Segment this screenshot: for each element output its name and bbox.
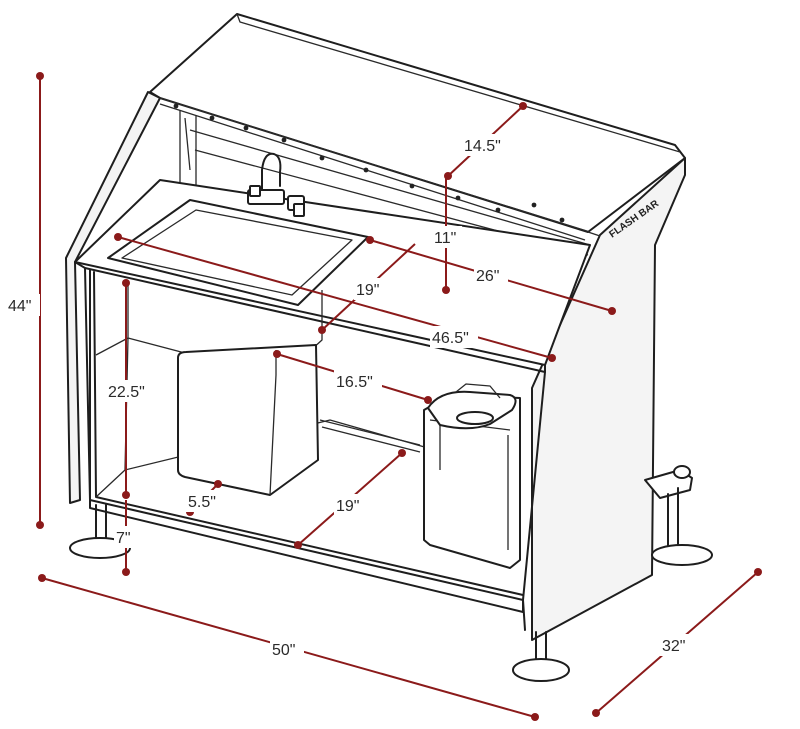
faucet	[247, 152, 305, 217]
width-label: 50"	[272, 642, 295, 659]
height-label: 44"	[8, 298, 31, 315]
back-rail-rivets	[173, 103, 565, 223]
upper-height-label: 11"	[434, 230, 456, 247]
dimension-labels: 44" 50" 32" 14.5" 11" 26" 19" 46.5" 16.5…	[6, 134, 694, 660]
right-side-panel	[531, 157, 686, 641]
front-frame	[84, 267, 546, 631]
shelf-height-label: 5.5"	[188, 494, 216, 511]
counter-width-label: 46.5"	[432, 330, 469, 347]
leg-height-label: 7"	[116, 530, 131, 547]
top-depth-label: 14.5"	[464, 138, 501, 155]
inner-width-label: 26"	[476, 268, 499, 285]
shelf-depth-label: 19"	[336, 498, 359, 515]
depth-label: 32"	[662, 638, 685, 655]
left-water-tank	[177, 344, 319, 496]
back-rail	[159, 97, 591, 256]
bar-cabinet: FLASH BAR	[65, 13, 713, 682]
sink-depth-label: 19"	[356, 282, 379, 299]
right-water-tank	[423, 383, 521, 569]
left-side-panel	[65, 91, 161, 504]
shelf-width-label: 16.5"	[336, 374, 373, 391]
lower-height-label: 22.5"	[108, 384, 145, 401]
